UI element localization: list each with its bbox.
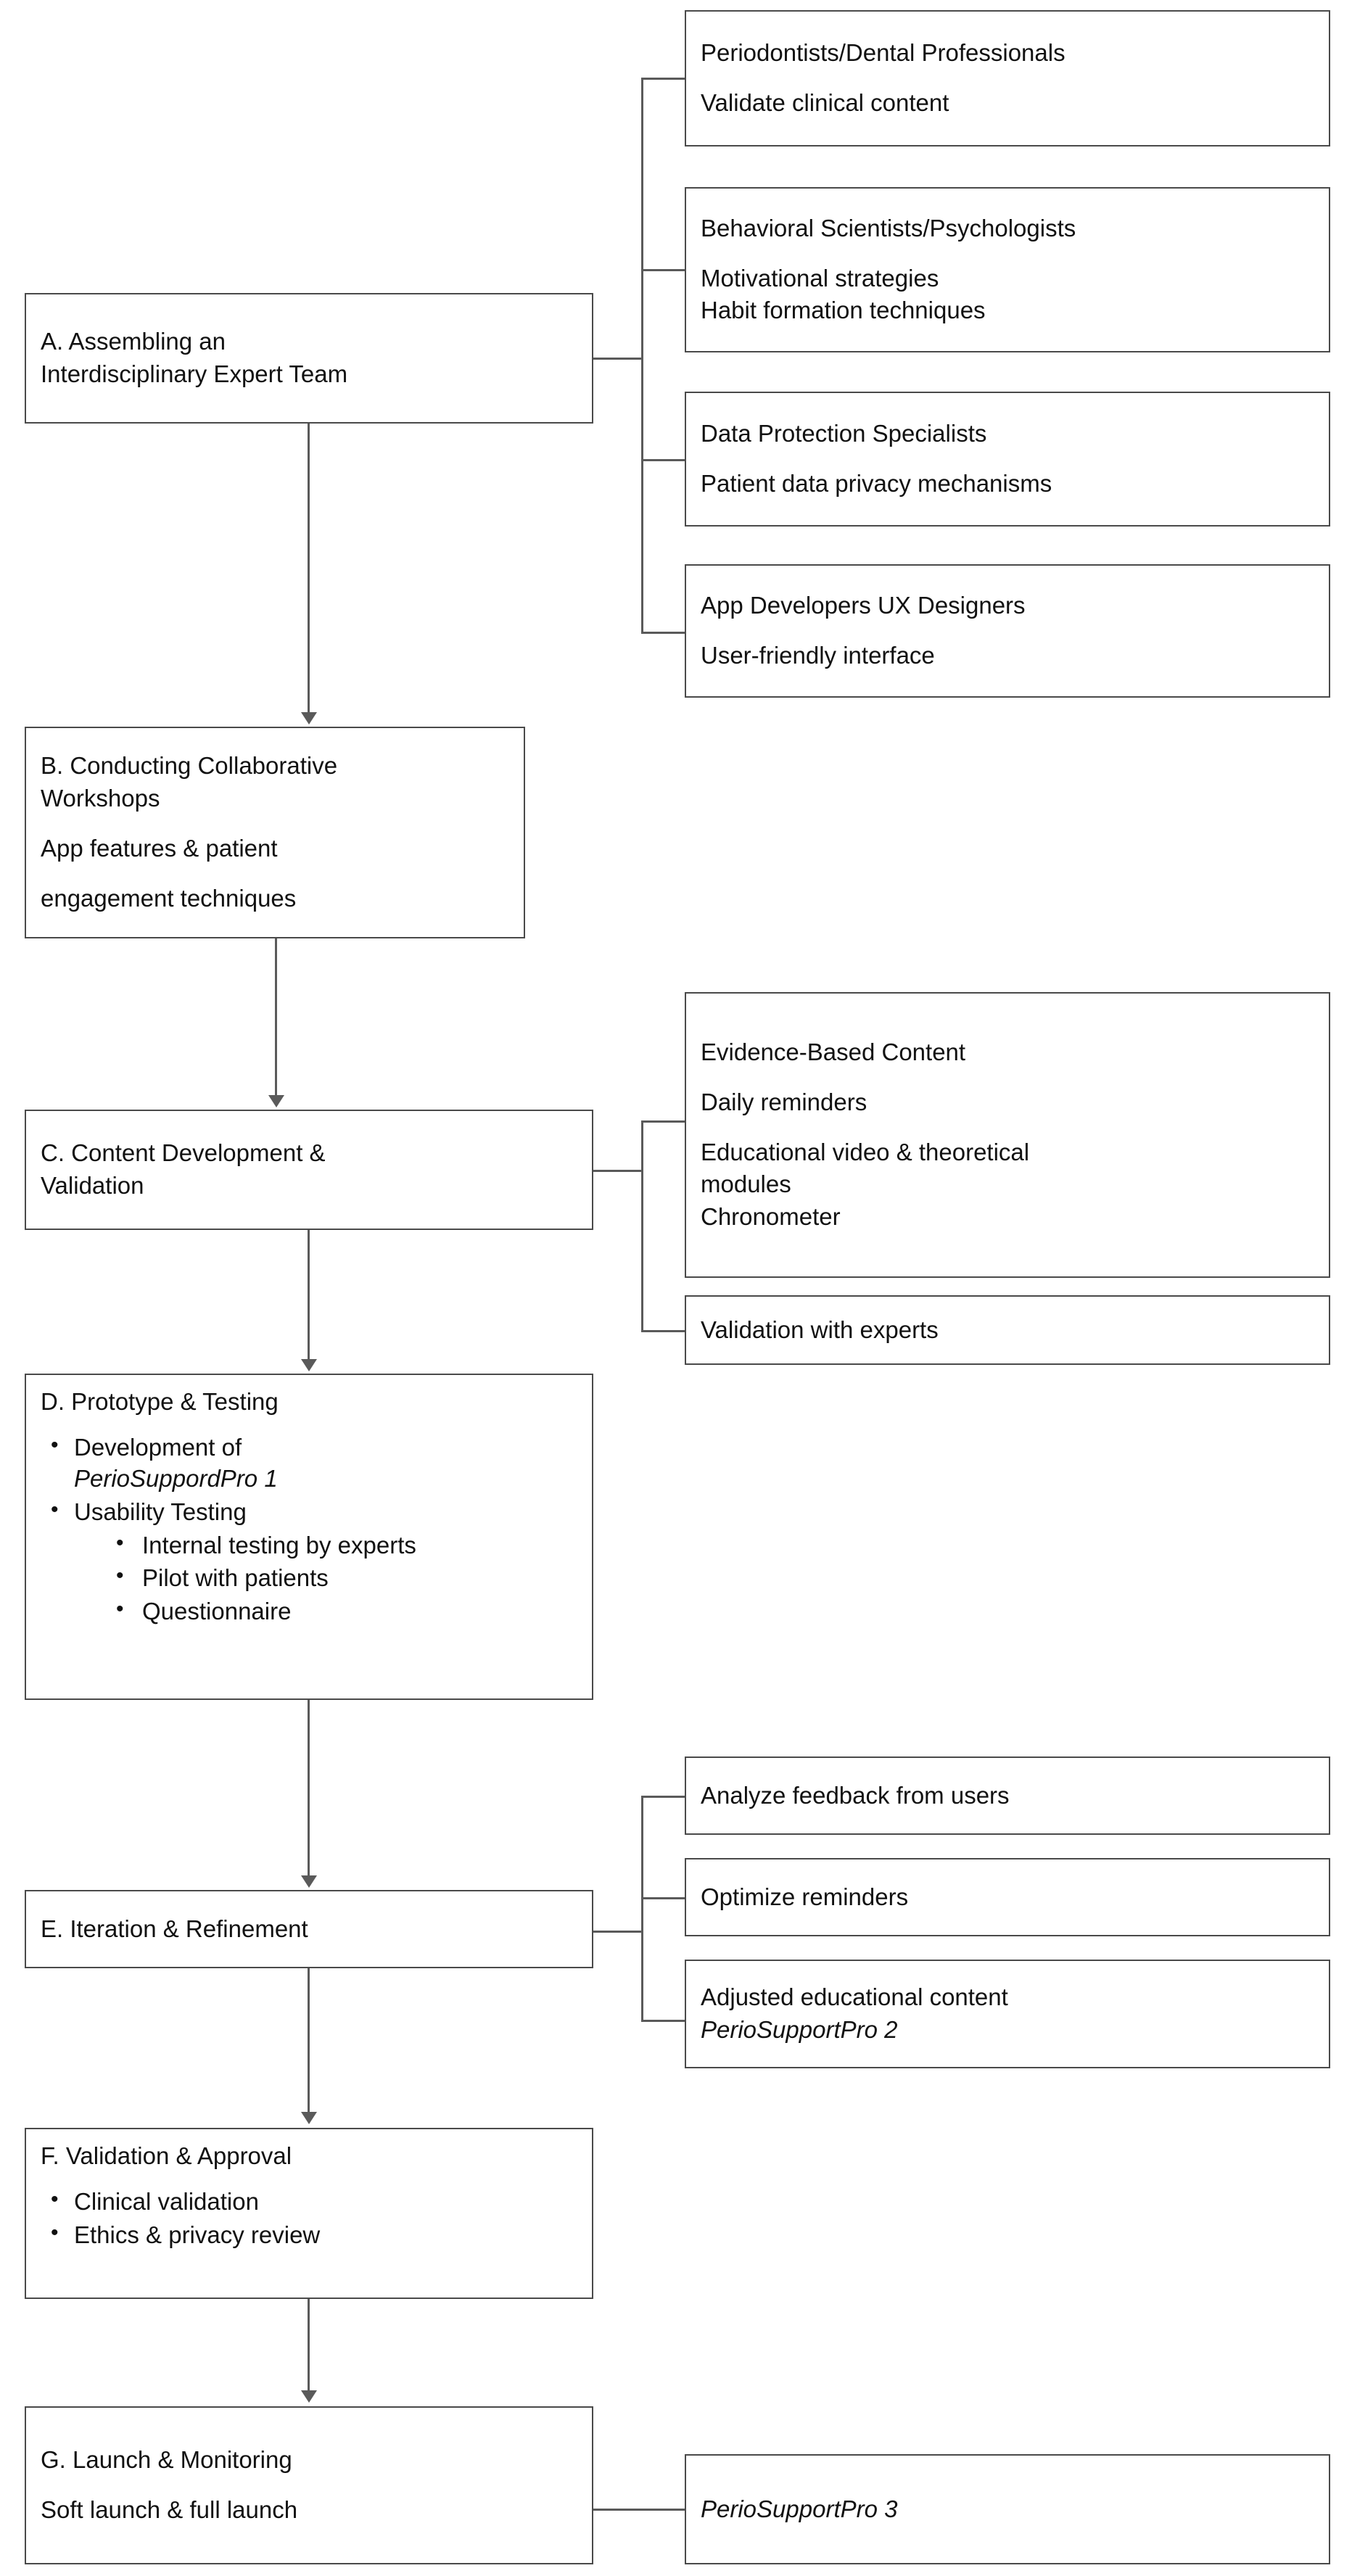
app-developers-heading: App Developers UX Designers — [701, 592, 1026, 619]
node-periosupportpro-3: PerioSupportPro 3 — [685, 2454, 1330, 2564]
connector-e-trunk — [641, 1796, 643, 2022]
node-d-bullet-usability: Usability Testing Internal testing by ex… — [41, 1495, 577, 1628]
validation-experts-heading: Validation with experts — [701, 1316, 939, 1343]
connector-a-branch-2 — [641, 269, 685, 271]
node-e-iteration-refinement: E. Iteration & Refinement — [25, 1890, 593, 1968]
node-app-developers: App Developers UX Designers User-friendl… — [685, 564, 1330, 698]
node-f-validation-approval: F. Validation & Approval Clinical valida… — [25, 2128, 593, 2299]
node-d-heading: D. Prototype & Testing — [41, 1388, 279, 1415]
node-a-line-1: A. Assembling an — [41, 328, 226, 355]
node-d-prototype-testing: D. Prototype & Testing Development of Pe… — [25, 1374, 593, 1700]
node-d-bullet-development-line1: Development of — [74, 1433, 242, 1461]
behavioral-heading: Behavioral Scientists/Psychologists — [701, 214, 1076, 242]
connector-a-branch-1 — [641, 78, 685, 80]
behavioral-detail-2: Habit formation techniques — [701, 297, 986, 324]
connector-b-to-c-arrowhead — [268, 1095, 284, 1107]
node-g-launch-monitoring: G. Launch & Monitoring Soft launch & ful… — [25, 2406, 593, 2564]
connector-d-to-e-arrowhead — [301, 1875, 317, 1888]
evidence-detail-3: modules — [701, 1171, 791, 1198]
node-a-line-2: Interdisciplinary Expert Team — [41, 360, 348, 387]
optimize-reminders-heading: Optimize reminders — [701, 1883, 909, 1910]
node-d-subbullet-internal: Internal testing by experts — [109, 1529, 577, 1561]
node-d-subbullet-pilot: Pilot with patients — [109, 1561, 577, 1594]
node-b-detail-2: engagement techniques — [41, 884, 297, 912]
node-d-subbullet-questionnaire: Questionnaire — [109, 1595, 577, 1627]
node-b-detail-1: App features & patient — [41, 835, 278, 862]
node-behavioral-scientists: Behavioral Scientists/Psychologists Moti… — [685, 187, 1330, 352]
node-d-bullet-list: Development of PerioSuppordPro 1 Usabili… — [41, 1431, 577, 1630]
connector-f-to-g-line — [308, 2299, 310, 2392]
data-protection-detail: Patient data privacy mechanisms — [701, 470, 1052, 497]
periosupportpro-3-label: PerioSupportPro 3 — [701, 2495, 898, 2522]
node-e-heading: E. Iteration & Refinement — [41, 1915, 308, 1942]
connector-b-to-c-line — [275, 938, 277, 1097]
node-c-content-development: C. Content Development & Validation — [25, 1110, 593, 1230]
connector-c-to-d-arrowhead — [301, 1359, 317, 1371]
connector-e-branch-3 — [641, 2020, 685, 2022]
adjusted-content-product: PerioSupportPro 2 — [701, 2016, 898, 2043]
node-d-bullet-usability-label: Usability Testing — [74, 1498, 247, 1525]
connector-c-stub — [593, 1170, 641, 1172]
connector-d-to-e-line — [308, 1700, 310, 1877]
node-d-subbullet-list: Internal testing by experts Pilot with p… — [109, 1529, 577, 1628]
connector-e-branch-2 — [641, 1897, 685, 1899]
connector-c-trunk — [641, 1120, 643, 1332]
connector-g-to-product — [593, 2509, 685, 2511]
connector-c-branch-1 — [641, 1120, 685, 1123]
connector-a-to-b-arrowhead — [301, 712, 317, 724]
connector-a-stub — [593, 358, 641, 360]
analyze-feedback-heading: Analyze feedback from users — [701, 1781, 1010, 1809]
periodontists-detail: Validate clinical content — [701, 89, 949, 116]
node-g-detail: Soft launch & full launch — [41, 2496, 298, 2523]
evidence-detail-4: Chronometer — [701, 1203, 841, 1231]
node-f-bullet-clinical: Clinical validation — [41, 2185, 577, 2218]
node-d-bullet-development-product: PerioSuppordPro 1 — [74, 1464, 278, 1492]
node-validation-with-experts: Validation with experts — [685, 1295, 1330, 1365]
node-b-line-2: Workshops — [41, 785, 160, 812]
connector-e-to-f-line — [308, 1968, 310, 2113]
connector-e-stub — [593, 1931, 641, 1933]
connector-c-branch-2 — [641, 1330, 685, 1332]
connector-f-to-g-arrowhead — [301, 2390, 317, 2403]
evidence-detail-1: Daily reminders — [701, 1088, 867, 1115]
node-optimize-reminders: Optimize reminders — [685, 1858, 1330, 1936]
app-developers-detail: User-friendly interface — [701, 642, 935, 669]
node-f-heading: F. Validation & Approval — [41, 2142, 292, 2169]
node-b-workshops: B. Conducting Collaborative Workshops Ap… — [25, 727, 525, 938]
evidence-heading: Evidence-Based Content — [701, 1038, 966, 1065]
adjusted-content-heading: Adjusted educational content — [701, 1983, 1008, 2011]
evidence-detail-2: Educational video & theoretical — [701, 1138, 1030, 1165]
node-adjusted-educational-content: Adjusted educational content PerioSuppor… — [685, 1960, 1330, 2068]
connector-a-trunk — [641, 78, 643, 632]
node-d-bullet-development: Development of PerioSuppordPro 1 — [41, 1431, 577, 1495]
node-f-bullet-ethics: Ethics & privacy review — [41, 2218, 577, 2251]
node-c-line-1: C. Content Development & — [41, 1139, 326, 1167]
connector-a-to-b-line — [308, 424, 310, 714]
connector-a-branch-4 — [641, 632, 685, 634]
node-b-line-1: B. Conducting Collaborative — [41, 752, 338, 780]
node-c-line-2: Validation — [41, 1172, 144, 1199]
periodontists-heading: Periodontists/Dental Professionals — [701, 39, 1065, 67]
node-evidence-based-content: Evidence-Based Content Daily reminders E… — [685, 992, 1330, 1278]
connector-c-to-d-line — [308, 1230, 310, 1361]
data-protection-heading: Data Protection Specialists — [701, 420, 987, 447]
node-analyze-feedback: Analyze feedback from users — [685, 1756, 1330, 1835]
node-g-heading: G. Launch & Monitoring — [41, 2446, 292, 2474]
connector-a-branch-3 — [641, 459, 685, 461]
behavioral-detail-1: Motivational strategies — [701, 264, 939, 292]
connector-e-branch-1 — [641, 1796, 685, 1798]
node-periodontists: Periodontists/Dental Professionals Valid… — [685, 10, 1330, 146]
node-a-assembling-team: A. Assembling an Interdisciplinary Exper… — [25, 293, 593, 424]
connector-e-to-f-arrowhead — [301, 2112, 317, 2124]
node-f-bullet-list: Clinical validation Ethics & privacy rev… — [41, 2185, 577, 2253]
node-data-protection: Data Protection Specialists Patient data… — [685, 392, 1330, 527]
